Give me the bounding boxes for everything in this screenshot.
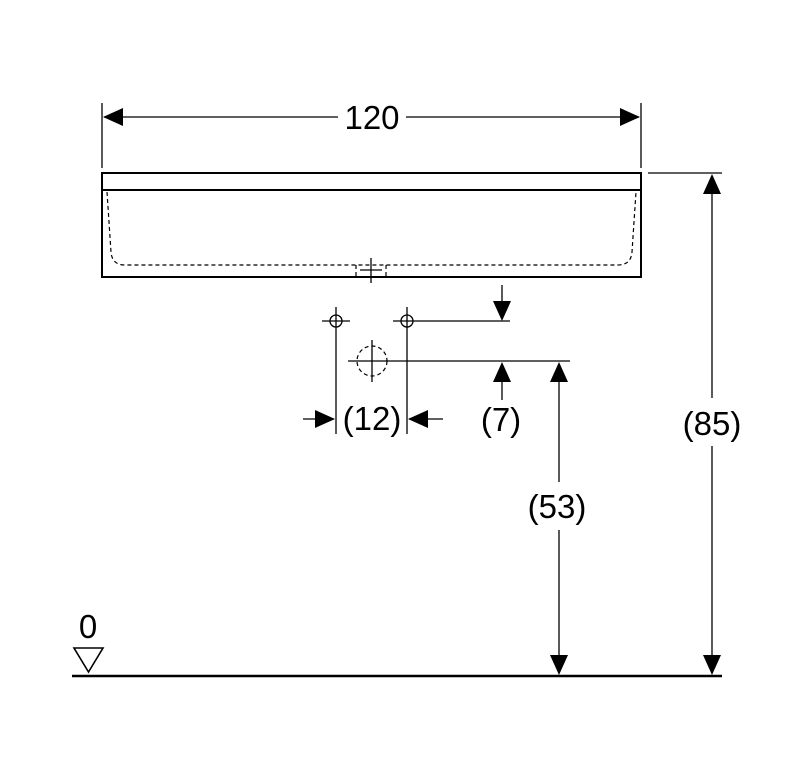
arrow-left-icon [408,410,428,428]
drain-crosshair-icon [355,258,387,283]
arrow-left-icon [103,108,123,126]
tap-hole-left [322,307,350,335]
total-height-dimension: (85) [648,172,742,675]
outlet-offset-dimension: (7) [481,285,521,438]
basin-outline [101,172,642,283]
arrow-down-icon [550,655,568,675]
arrow-down-icon [703,655,721,675]
tap-hole-right [393,307,510,335]
arrow-up-icon [703,174,721,194]
tap-spacing-label: (12) [343,400,402,437]
arrow-up-icon [493,362,511,382]
basin-bowl-hidden-line [106,191,637,266]
outlet-height-dimension: (53) [528,362,587,675]
waste-outlet [348,340,570,382]
total-height-label: (85) [683,405,742,442]
tap-spacing-dimension: (12) [303,335,443,437]
width-label: 120 [344,99,399,136]
arrow-down-icon [493,301,511,321]
outlet-offset-label: (7) [481,401,521,438]
arrow-right-icon [620,108,640,126]
width-dimension: 120 [101,99,642,168]
arrow-up-icon [550,362,568,382]
floor-level-label: 0 [79,608,97,645]
arrow-right-icon [315,410,335,428]
floor-level-marker: 0 [72,608,105,674]
outlet-height-label: (53) [528,488,587,525]
level-marker-triangle-icon [72,647,105,674]
